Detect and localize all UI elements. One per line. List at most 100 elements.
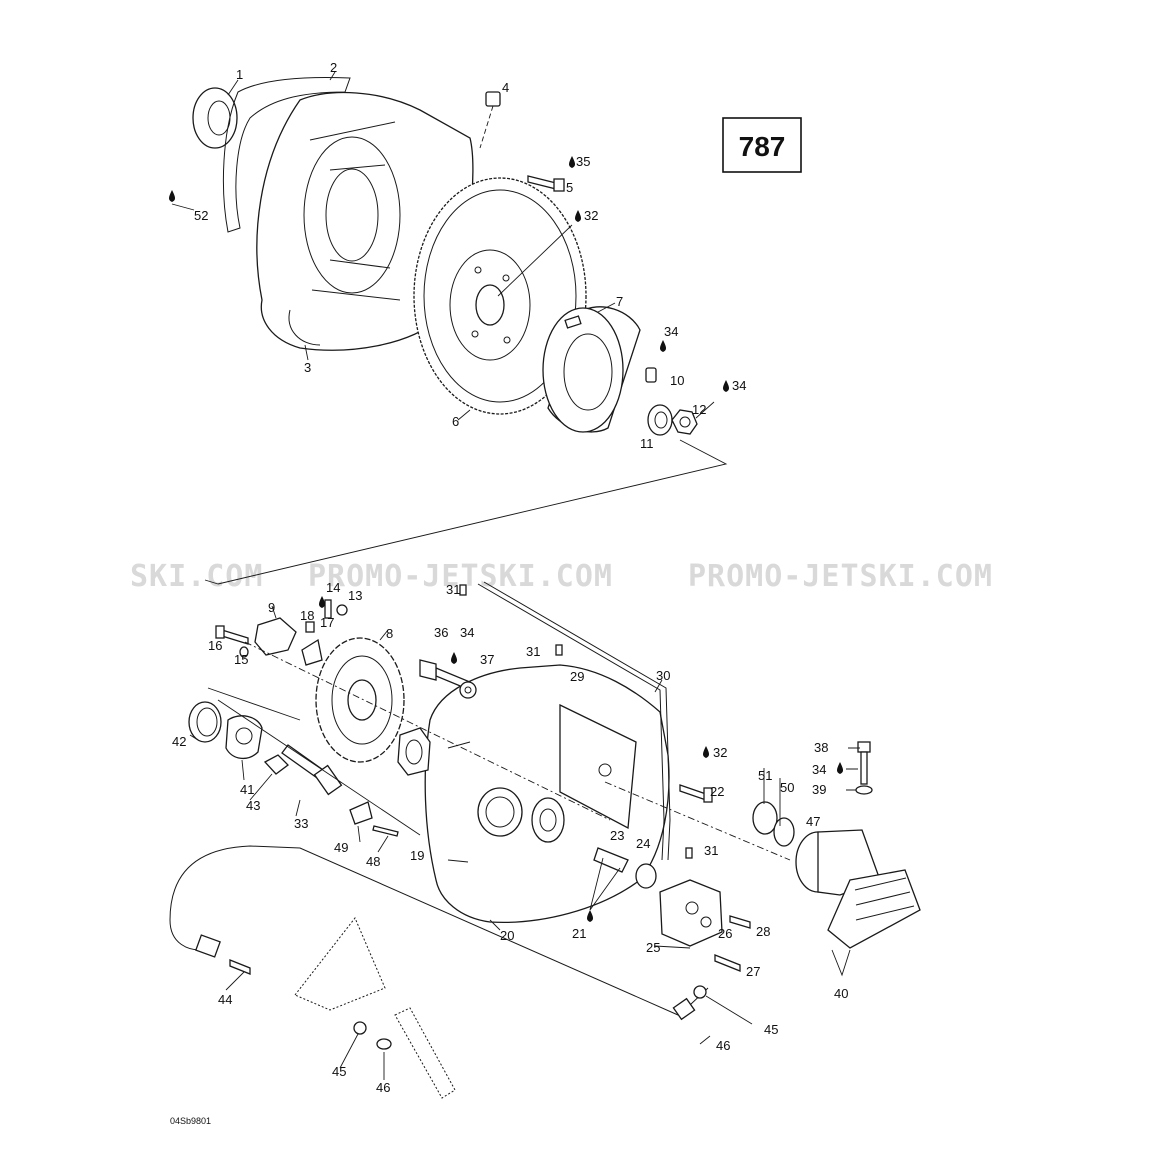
part-bolt-22 xyxy=(679,784,713,803)
callout-34c: 34 xyxy=(460,625,474,640)
callout-10: 10 xyxy=(670,373,684,388)
part-pin-23 xyxy=(593,847,629,873)
diagram-code: 787 xyxy=(739,131,786,162)
callout-2: 2 xyxy=(330,60,337,75)
part-terminal-48 xyxy=(372,825,399,837)
assembly-link-line-2 xyxy=(204,579,219,585)
part-ring-42 xyxy=(188,701,222,743)
diagram-code-box: 787 xyxy=(722,117,802,173)
callout-37: 37 xyxy=(480,652,494,667)
callout-labels: 1 2 3 4 5 6 7 8 9 10 11 12 13 14 15 16 1… xyxy=(172,60,848,1095)
part-nut-18 xyxy=(305,621,315,633)
callout-4: 4 xyxy=(502,80,509,95)
drop-icon xyxy=(703,746,709,758)
callout-51: 51 xyxy=(758,768,772,783)
part-screw-28 xyxy=(729,915,751,929)
part-washer-50 xyxy=(773,817,795,847)
lubricant-drop-icons xyxy=(169,156,843,922)
callout-6: 6 xyxy=(452,414,459,429)
callout-31a: 31 xyxy=(446,582,460,597)
part-bolt-5 xyxy=(527,175,565,192)
callout-49: 49 xyxy=(334,840,348,855)
callout-12: 12 xyxy=(692,402,706,417)
callout-13: 13 xyxy=(348,588,362,603)
part-nut-12 xyxy=(671,401,715,435)
part-sensor-33 xyxy=(281,744,343,796)
callout-39: 39 xyxy=(812,782,826,797)
axis-line-lower xyxy=(604,781,791,861)
assembly-link-line xyxy=(217,439,728,585)
drop-icon xyxy=(587,910,593,922)
part-screw-14 xyxy=(324,599,332,619)
callout-24: 24 xyxy=(636,836,650,851)
callout-27: 27 xyxy=(746,964,760,979)
watermark-left: SKI.COM xyxy=(130,559,263,594)
callout-45a: 45 xyxy=(332,1064,346,1079)
part-bolt-38 xyxy=(857,741,871,785)
part-seal-43 xyxy=(263,754,289,775)
callout-45b: 45 xyxy=(764,1022,778,1037)
watermark-band: SKI.COM PROMO-JETSKI.COM PROMO-JETSKI.CO… xyxy=(130,559,993,594)
callout-26: 26 xyxy=(718,926,732,941)
watermark-right: PROMO-JETSKI.COM xyxy=(688,559,993,594)
part-ring-gear-6 xyxy=(413,177,587,421)
callout-43: 43 xyxy=(246,798,260,813)
drop-icon xyxy=(837,762,843,774)
part-rod-30 xyxy=(477,581,671,861)
callout-32b: 32 xyxy=(713,745,727,760)
part-washer-13 xyxy=(336,604,348,616)
callout-16: 16 xyxy=(208,638,222,653)
drop-icon xyxy=(569,156,575,168)
callout-46a: 46 xyxy=(376,1080,390,1095)
part-bellows-40 xyxy=(827,869,921,977)
callout-33: 33 xyxy=(294,816,308,831)
drawing-reference: 04Sb9801 xyxy=(170,1116,211,1126)
callout-48: 48 xyxy=(366,854,380,869)
part-bracket-linkage xyxy=(294,917,456,1099)
callout-31c: 31 xyxy=(704,843,718,858)
part-oring-24 xyxy=(635,863,657,889)
part-cable-44 xyxy=(169,845,709,1021)
part-stator-8 xyxy=(315,629,405,763)
part-cover-20 xyxy=(424,664,670,931)
part-screw-27 xyxy=(714,954,741,972)
callout-20: 20 xyxy=(500,928,514,943)
part-seal-1 xyxy=(192,79,239,149)
callout-31b: 31 xyxy=(526,644,540,659)
part-washer-45 xyxy=(353,1021,367,1035)
part-coupler-19 xyxy=(397,727,431,776)
drop-icon xyxy=(169,190,175,202)
callout-25: 25 xyxy=(646,940,660,955)
callout-leaders xyxy=(171,203,860,1080)
part-clip-31 xyxy=(459,584,693,859)
callout-3: 3 xyxy=(304,360,311,375)
part-rotor-7 xyxy=(542,302,641,433)
callout-15: 15 xyxy=(234,652,248,667)
callout-44: 44 xyxy=(218,992,232,1007)
callout-34a: 34 xyxy=(664,324,678,339)
callout-46b: 46 xyxy=(716,1038,730,1053)
callout-36: 36 xyxy=(434,625,448,640)
part-cap-41 xyxy=(225,715,263,759)
callout-38: 38 xyxy=(814,740,828,755)
part-washer-15 xyxy=(239,646,249,658)
callout-28: 28 xyxy=(756,924,770,939)
part-clip-17 xyxy=(301,638,323,666)
part-bracket-9 xyxy=(254,605,297,656)
callout-47: 47 xyxy=(806,814,820,829)
part-screw-16 xyxy=(215,625,249,645)
callout-32a: 32 xyxy=(584,208,598,223)
part-screw-10 xyxy=(645,367,657,383)
callout-35: 35 xyxy=(576,154,590,169)
callout-7: 7 xyxy=(616,294,623,309)
callout-42: 42 xyxy=(172,734,186,749)
part-washer-46 xyxy=(376,1038,392,1050)
part-connector-49 xyxy=(349,801,373,825)
callout-19: 19 xyxy=(410,848,424,863)
part-washer-37 xyxy=(459,681,477,699)
callout-11: 11 xyxy=(640,436,654,451)
drop-icon xyxy=(660,340,666,352)
drop-icon xyxy=(723,380,729,392)
part-bushing-4 xyxy=(479,91,501,149)
